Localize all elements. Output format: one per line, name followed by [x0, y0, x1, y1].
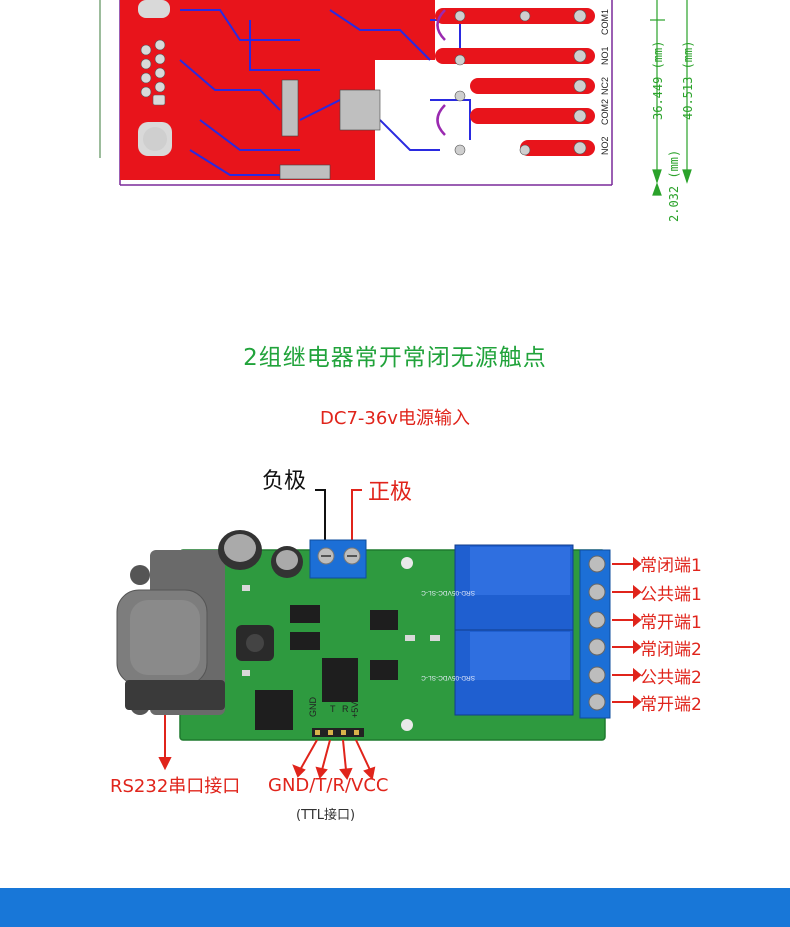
relay-board-photo: SRD-05VDC-SL-C SRD-05VDC-SL-C GND T R +5… — [116, 489, 642, 781]
relay-1: SRD-05VDC-SL-C — [421, 544, 574, 631]
power-terminal-block — [309, 539, 367, 579]
relay-2-model: SRD-05VDC-SL-C — [421, 674, 475, 681]
power-input-heading: DC7-36v电源输入 — [320, 408, 470, 429]
rs232-interface-label: RS232串口接口 — [110, 776, 241, 797]
relay-1-model: SRD-05VDC-SL-C — [421, 589, 475, 596]
silk-no2: NO2 — [600, 136, 610, 155]
silk-gnd: GND — [308, 697, 318, 718]
footer-bar — [0, 888, 790, 927]
page-title: 2组继电器常开常闭无源触点 — [243, 345, 547, 371]
dim-40-513: 40.513 (mm) — [681, 41, 695, 120]
ttl-pins-label: GND/T/R/VCC — [268, 775, 389, 796]
relay-terminal-block — [579, 549, 611, 719]
silk-t: T — [330, 704, 336, 714]
terminal-label-no2: 常开端2 — [640, 695, 702, 715]
relay-2: SRD-05VDC-SL-C — [421, 629, 574, 716]
pcb-layout-drawing: NO2 COM2 NC2 NO1 COM1 36.449 (mm) 40.513… — [99, 0, 695, 222]
capacitors — [218, 530, 303, 578]
silk-com1: COM1 — [600, 9, 610, 35]
ttl-pin-t: T — [315, 775, 327, 796]
ttl-pin-vcc: VCC — [351, 775, 389, 796]
silk-nc2: NC2 — [600, 77, 610, 95]
silk-5v: +5V — [350, 702, 360, 718]
silk-r: R — [342, 704, 349, 714]
terminal-label-no1: 常开端1 — [640, 613, 702, 633]
positive-terminal-label: 正极 — [368, 480, 413, 505]
ttl-pin-r: R — [332, 775, 345, 796]
ttl-interface-note: (TTL接口) — [296, 808, 356, 823]
negative-terminal-label: 负极 — [262, 469, 307, 494]
terminal-label-nc1: 常闭端1 — [640, 556, 702, 576]
silk-no1: NO1 — [600, 46, 610, 65]
terminal-label-com1: 公共端1 — [640, 585, 702, 605]
ttl-header: GND T R +5V — [308, 697, 364, 737]
dim-36-449: 36.449 (mm) — [651, 41, 665, 120]
db9-connector — [116, 550, 225, 715]
terminal-label-com2: 公共端2 — [640, 668, 702, 688]
silk-com2: COM2 — [600, 99, 610, 125]
ttl-pin-gnd: GND — [268, 775, 310, 796]
dim-2-032: 2.032 (mm) — [667, 150, 681, 222]
terminal-label-nc2: 常闭端2 — [640, 640, 702, 660]
